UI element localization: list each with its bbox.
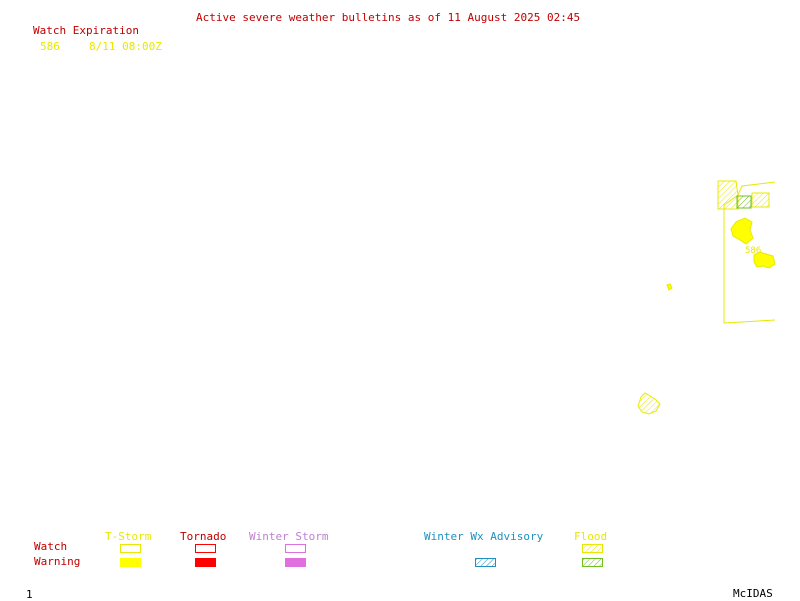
watch-expiration-time: 8/11 08:00Z (89, 40, 162, 53)
legend-winter-storm-label: Winter Storm (249, 530, 329, 543)
tstorm-warning-area (666, 283, 673, 291)
mcidas-brand: McIDAS (733, 587, 773, 600)
legend-winter-advisory-swatch (475, 558, 496, 567)
legend-watch-row-label: Watch (34, 540, 68, 553)
legend-flood-warning-swatch (582, 558, 603, 567)
legend-tornado-watch-swatch (195, 544, 216, 553)
legend-warning-row-label: Warning (34, 555, 81, 568)
legend-tstorm-watch-swatch (120, 544, 141, 553)
watch-expiration-heading: Watch Expiration (33, 24, 139, 37)
map-title: Active severe weather bulletins as of 11… (196, 11, 581, 24)
legend-tstorm-label: T-Storm (105, 530, 152, 543)
frame-number: 1 (26, 588, 33, 601)
watch-box-label: 586 (745, 246, 762, 256)
tstorm-warning-area (730, 217, 754, 245)
watch-number: 586 (40, 40, 60, 53)
flood-watch-area (637, 392, 661, 415)
legend-flood-label: Flood (574, 530, 608, 543)
legend-tornado-label: Tornado (180, 530, 227, 543)
legend-flood-watch-swatch (582, 544, 603, 553)
tstorm-warning-area (753, 251, 776, 269)
flood-watch-area (717, 180, 739, 210)
legend-tstorm-warning-swatch (120, 558, 141, 567)
flood-watch-area (751, 192, 770, 208)
legend-winter-advisory-label: Winter Wx Advisory (424, 530, 544, 543)
legend-tornado-warning-swatch (195, 558, 216, 567)
legend-winter-storm-warning-swatch (285, 558, 306, 567)
flood-warning-area (736, 195, 752, 209)
legend-winter-storm-watch-swatch (285, 544, 306, 553)
